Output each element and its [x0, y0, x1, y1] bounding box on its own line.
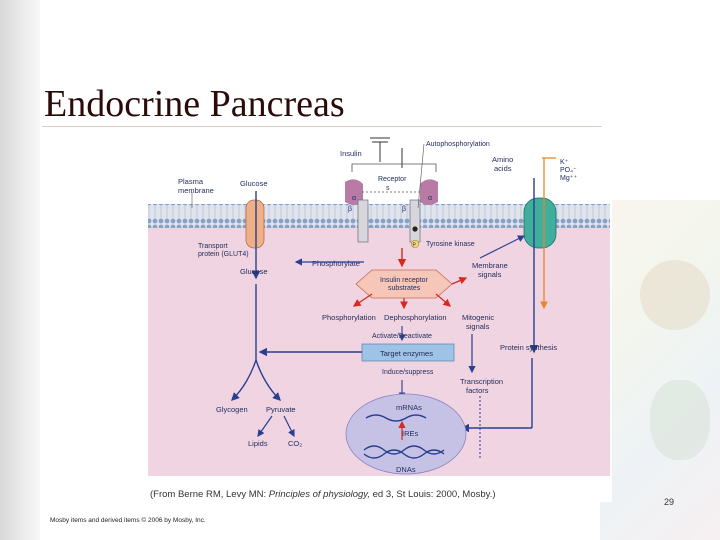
receptor-label: Receptor — [378, 176, 407, 183]
beta-label-right: β — [402, 206, 406, 213]
receptor-alpha-subunit-right — [420, 179, 438, 205]
co2-label: CO₂ — [288, 439, 302, 448]
citation-suffix: ed 3, St Louis: 2000, Mosby.) — [370, 489, 496, 500]
mrnas-label: mRNAs — [396, 403, 422, 412]
dnas-label: DNAs — [396, 465, 416, 474]
induce-suppress-label: Induce/suppress — [382, 369, 434, 376]
alpha-label-left: α — [352, 195, 356, 202]
phosphorylation-label: Phosphorylation — [322, 313, 376, 322]
insulin-signaling-diagram: Insulin Receptor α α s β β P Autophospho… — [148, 137, 610, 476]
glut4-transporter — [245, 199, 265, 249]
receptor-bracket — [351, 163, 437, 172]
autophosphorylation-label: Autophosphorylation — [426, 141, 490, 148]
p-mark: P — [413, 243, 417, 249]
phosphorylate-label: Phosphorylate — [312, 259, 360, 268]
glucose-top-label: Glucose — [240, 179, 268, 188]
background-artwork — [600, 200, 720, 540]
tyrosine-kinase-label: Tyrosine kinase — [426, 241, 475, 248]
phosphate-star — [412, 226, 418, 232]
insulin-label: Insulin — [340, 149, 362, 158]
amino-acid-channel — [523, 197, 557, 249]
citation-book: Principles of physiology, — [268, 489, 370, 500]
s-label: s — [386, 185, 390, 192]
irs-to-mitogenic-arrow — [435, 293, 451, 307]
irs-to-membrane-arrow — [451, 276, 468, 285]
glycogen-label: Glycogen — [216, 405, 248, 414]
insulin-molecule — [370, 137, 403, 168]
pyruvate-label: Pyruvate — [266, 405, 296, 414]
citation-prefix: (From Berne RM, Levy MN: — [150, 489, 269, 500]
membrane-signals-arrow — [479, 235, 526, 259]
receptor-alpha-subunit-left — [345, 179, 363, 205]
insulin-signaling-figure: Insulin Receptor α α s β β P Autophospho… — [140, 128, 612, 502]
copyright-notice: Mosby items and derived items © 2006 by … — [50, 517, 206, 524]
page-number: 29 — [664, 497, 675, 507]
alpha-label-right: α — [428, 195, 432, 202]
protein-synthesis-label: Protein synthesis — [500, 343, 557, 352]
insulin-receptor-substrates-box — [355, 269, 453, 299]
ires-label: IREs — [402, 429, 419, 438]
background-artwork-blob — [640, 260, 710, 330]
target-enzymes-label: Target enzymes — [380, 349, 433, 358]
lipids-label: Lipids — [248, 439, 268, 448]
title-divider — [42, 126, 602, 127]
arrow-to-glycogen — [231, 359, 257, 401]
receptor-beta-subunit-right — [409, 199, 421, 243]
glucose-bottom-label: Glucose — [240, 267, 268, 276]
slide-title: Endocrine Pancreas — [44, 83, 345, 125]
ions-label: K⁺PO₄⁻Mg⁺⁺ — [560, 159, 577, 182]
beta-label-left: β — [348, 206, 352, 213]
figure-citation: (From Berne RM, Levy MN: Principles of p… — [150, 489, 496, 500]
phosphate-circle — [410, 239, 420, 249]
background-artwork-blob — [650, 380, 710, 460]
receptor-beta-subunit-left — [357, 199, 369, 243]
mrna-strand — [365, 414, 427, 422]
left-gradient-band — [0, 0, 40, 540]
dephosphorylation-label: Dephosphorylation — [384, 313, 447, 322]
arrow-to-lipids — [257, 415, 273, 437]
dna-strand-bottom — [363, 449, 445, 459]
dna-strand-top — [363, 445, 445, 455]
arrow-to-pyruvate — [255, 359, 281, 401]
irs-to-phosphorylation-arrow — [352, 293, 373, 307]
arrow-to-co2 — [283, 415, 295, 438]
